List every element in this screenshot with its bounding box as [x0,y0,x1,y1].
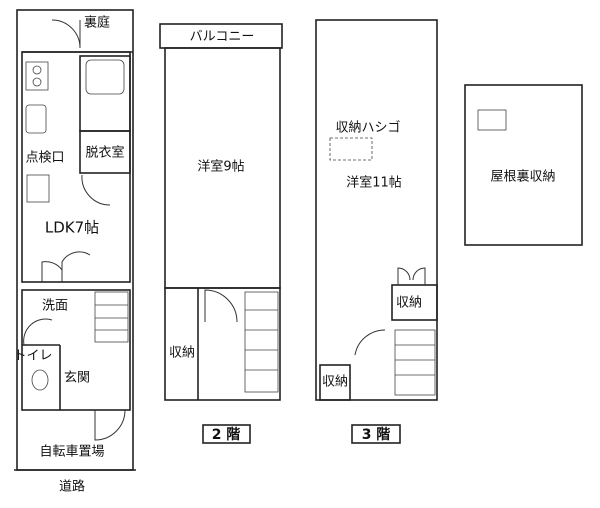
room-storage-3f-left: 収納 [322,375,348,390]
room-washroom: 洗面 [42,299,68,314]
road-label: 道路 [59,479,85,495]
attic-storage-label: 屋根裏収納 [490,170,555,185]
floor-3-label: 3 階 [362,426,391,443]
room-western-11: 洋室11帖 [346,175,402,191]
floor-2-plan [159,23,283,444]
floor-1-plan [14,9,136,471]
floor-2-label: 2 階 [212,426,241,443]
attic-plan [464,84,583,246]
room-storage-3f-right: 収納 [396,296,422,311]
ladder-storage-label: 収納ハシゴ [335,120,400,136]
balcony-label: バルコニー [190,30,255,45]
room-toilet: トイレ [13,349,52,364]
room-bicycle-parking: 自転車置場 [39,445,104,460]
room-ldk: LDK7帖 [45,219,99,237]
room-western-9: 洋室9帖 [197,159,244,175]
room-backyard: 裏庭 [84,15,110,31]
room-entrance: 玄関 [64,371,90,386]
room-storage-2f: 収納 [169,346,195,361]
floor-3-plan [315,19,438,444]
room-dressing: 脱衣室 [85,145,124,161]
room-inspection-hatch: 点検口 [25,151,64,166]
